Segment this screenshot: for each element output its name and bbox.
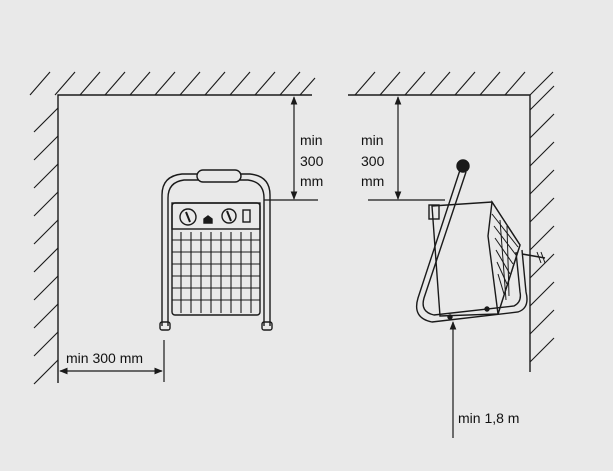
top-right-300-label: 300 [361, 153, 385, 169]
side-clearance-label: min 300 mm [66, 350, 143, 366]
heater-front-icon [159, 169, 273, 331]
left-top-dimension [264, 96, 318, 201]
top-left-min-label: min [300, 132, 323, 148]
right-top-dimension [368, 96, 445, 201]
top-right-mm-label: mm [361, 173, 384, 189]
top-left-300-label: 300 [300, 153, 324, 169]
right-room-walls [348, 71, 555, 372]
left-room-walls [29, 71, 316, 385]
heater-wall-mounted-icon [415, 159, 546, 323]
side-clearance-dimension [59, 340, 165, 382]
top-right-min-label: min [361, 132, 384, 148]
top-left-mm-label: mm [300, 173, 323, 189]
mount-height-label: min 1,8 m [458, 410, 519, 426]
